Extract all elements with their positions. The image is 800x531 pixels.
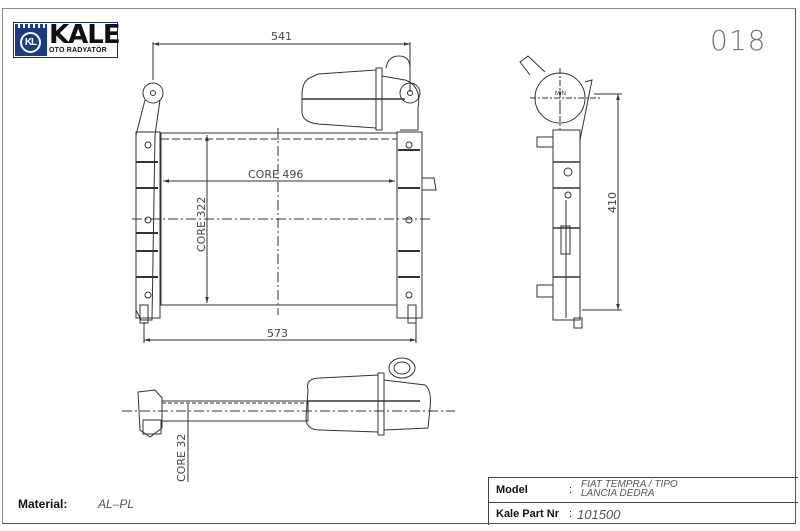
model-line-1: FIAT TEMPRA / TIPO [581, 479, 678, 490]
part-row: Kale Part Nr : 101500 [489, 503, 798, 525]
part-label: Kale Part Nr [496, 508, 559, 520]
model-line-2: LANCIA DEDRA [581, 488, 655, 499]
core-depth-label: CORE 32 [175, 434, 188, 482]
brand-subtitle: OTO RADYATÖR [49, 47, 107, 54]
castle-emblem-icon: KL [15, 24, 47, 56]
core-width-label: CORE 496 [248, 168, 303, 181]
drawing-number: 018 [710, 24, 767, 57]
min-level-label: MIN [555, 91, 566, 97]
top-view: CORE 32 [122, 357, 455, 482]
material-field: Material: AL–PL [18, 497, 134, 511]
part-colon: : [569, 508, 573, 520]
material-label: Material: [18, 497, 68, 511]
drawing-frame [2, 8, 796, 524]
part-number: 101500 [577, 507, 621, 522]
front-view: CORE 496 CORE 322 573 541 [132, 30, 437, 343]
model-label: Model [496, 484, 528, 496]
material-value: AL–PL [98, 497, 135, 511]
kale-logo: KL KALE OTO RADYATÖR [13, 20, 121, 58]
side-view: MIN 410 [519, 55, 622, 329]
overall-width-label: 573 [267, 327, 288, 340]
brand-name: KALE [49, 20, 121, 50]
model-colon: : [569, 484, 573, 496]
core-height-label: CORE 322 [195, 197, 208, 252]
top-width-label: 541 [271, 30, 292, 43]
title-block: Model : FIAT TEMPRA / TIPO LANCIA DEDRA … [488, 477, 798, 525]
height-label: 410 [606, 192, 619, 213]
model-row: Model : FIAT TEMPRA / TIPO LANCIA DEDRA [489, 478, 798, 503]
